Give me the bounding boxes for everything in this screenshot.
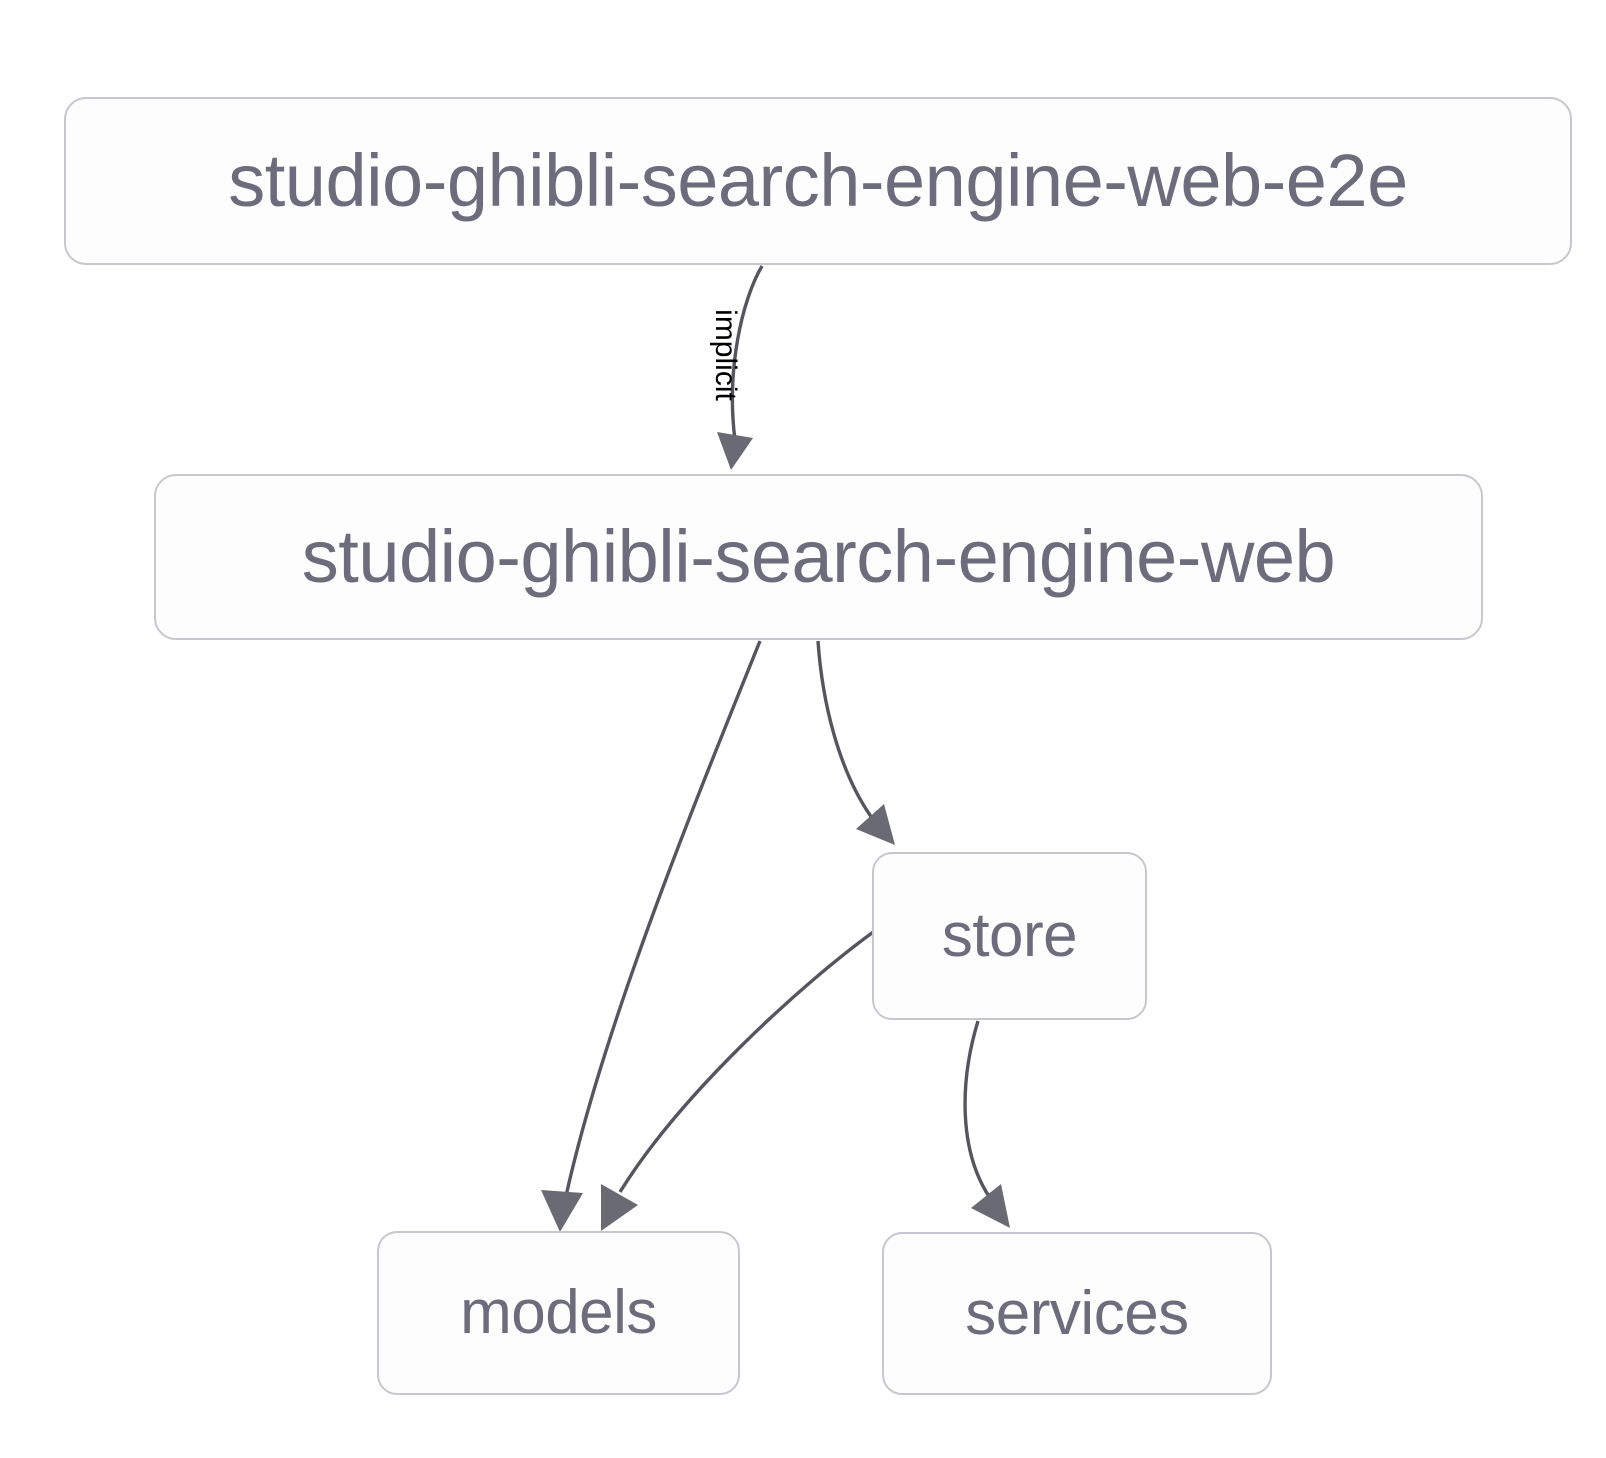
graph-node-models-label: models <box>460 1278 657 1347</box>
edge-web-to-store-arrowhead <box>856 804 895 845</box>
edge-web-to-store-path <box>816 640 874 819</box>
edge-store-to-models-arrowhead <box>601 1184 638 1231</box>
graph-node-models[interactable]: models <box>377 1231 740 1395</box>
graph-node-services-label: services <box>965 1278 1189 1348</box>
edge-web-e2e-to-web-path <box>730 265 764 441</box>
graph-node-web-label: studio-ghibli-search-engine-web <box>301 515 1336 598</box>
edge-web-to-models-path <box>564 640 762 1197</box>
edge-store-to-services <box>963 1020 1010 1228</box>
edge-store-to-services-arrowhead <box>971 1184 1010 1228</box>
edge-store-to-models-path <box>618 928 877 1193</box>
graph-node-store[interactable]: store <box>872 852 1147 1020</box>
edge-store-to-models <box>601 928 877 1231</box>
edge-web-to-store <box>816 640 895 845</box>
edge-web-to-models-arrowhead <box>541 1190 583 1232</box>
edge-web-e2e-to-web: implicit <box>709 265 764 470</box>
edge-web-to-models <box>541 640 762 1232</box>
graph-node-web-e2e-label: studio-ghibli-search-engine-web-e2e <box>228 139 1408 222</box>
edge-label-implicit: implicit <box>709 309 742 401</box>
graph-node-web[interactable]: studio-ghibli-search-engine-web <box>154 474 1483 640</box>
graph-node-store-label: store <box>941 901 1078 970</box>
edge-store-to-services-path <box>963 1020 992 1199</box>
edge-web-e2e-to-web-arrowhead <box>717 432 753 470</box>
graph-node-web-e2e[interactable]: studio-ghibli-search-engine-web-e2e <box>64 97 1572 265</box>
graph-node-services[interactable]: services <box>882 1232 1272 1395</box>
